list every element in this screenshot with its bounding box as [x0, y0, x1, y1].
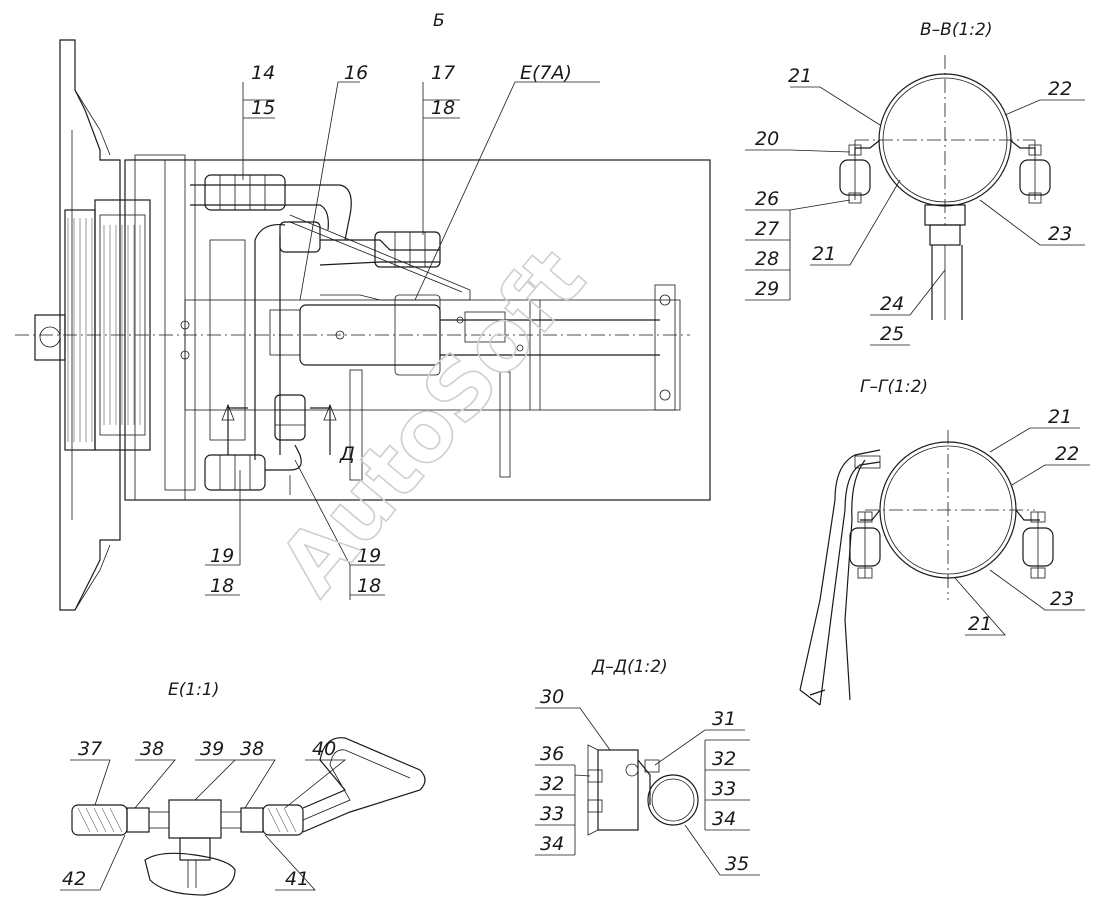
- main-callouts: 14 15 16 17 18 Е(7А) 19 18 19 18: [205, 62, 600, 600]
- callout-v-27: 27: [755, 218, 779, 240]
- callout-v-24: 24: [880, 293, 904, 315]
- callout-e-39: 39: [200, 738, 224, 760]
- callout-g-21-bottom: 21: [968, 613, 992, 635]
- callout-e-41: 41: [285, 868, 309, 890]
- callout-e-38-left: 38: [140, 738, 164, 760]
- callout-d-31: 31: [712, 708, 736, 730]
- callout-18-left: 18: [210, 575, 234, 597]
- callout-v-22: 22: [1048, 78, 1072, 100]
- callout-g-21-top: 21: [1048, 406, 1072, 428]
- section-g: Г–Г(1:2) 21 22 23 21: [799, 377, 1090, 706]
- watermark: AutoSoft: [260, 230, 603, 613]
- view-title-v: В–В(1:2): [920, 20, 992, 40]
- callout-19-left: 19: [210, 545, 234, 567]
- callout-17: 17: [431, 62, 455, 84]
- callout-19-right: 19: [357, 545, 381, 567]
- callout-e-37: 37: [78, 738, 102, 760]
- callout-15: 15: [251, 97, 275, 119]
- callout-v-28: 28: [755, 248, 779, 270]
- view-title-b: Б: [433, 11, 445, 31]
- section-v: В–В(1:2) 21 22 20 26 27 28 29 21 23: [745, 20, 1085, 346]
- section-d: Д–Д(1:2) 30 31 32 33 34 36 32 33 34 35: [535, 657, 760, 876]
- callout-d-33-right: 33: [712, 778, 736, 800]
- callout-d-34-left: 34: [540, 833, 564, 855]
- callout-d-32-left: 32: [540, 773, 564, 795]
- view-title-d: Д–Д(1:2): [591, 657, 668, 677]
- callout-g-22: 22: [1055, 443, 1079, 465]
- callout-v-21-top: 21: [788, 65, 812, 87]
- callout-v-21-bottom: 21: [812, 243, 836, 265]
- main-view: Б: [15, 11, 711, 611]
- callout-14: 14: [251, 62, 275, 84]
- callout-v-26: 26: [755, 188, 779, 210]
- callout-d-32-right: 32: [712, 748, 736, 770]
- callout-18-right: 18: [357, 575, 381, 597]
- detail-e: Е(1:1) 37 38 39 38 40 42: [60, 680, 426, 896]
- callout-v-25: 25: [880, 323, 904, 345]
- callout-e-42: 42: [62, 868, 86, 890]
- cut-label-d: Д: [339, 443, 355, 465]
- callout-d-30: 30: [540, 686, 564, 708]
- callout-e-ref: Е(7А): [520, 62, 572, 84]
- view-title-e: Е(1:1): [168, 680, 219, 700]
- callout-18: 18: [431, 97, 455, 119]
- callout-v-20: 20: [755, 128, 779, 150]
- callout-16: 16: [344, 62, 368, 84]
- callout-v-23: 23: [1048, 223, 1072, 245]
- callout-d-36: 36: [540, 743, 564, 765]
- callout-g-23: 23: [1050, 588, 1074, 610]
- callout-e-40: 40: [312, 738, 336, 760]
- view-title-g: Г–Г(1:2): [860, 377, 928, 397]
- callout-e-38-right: 38: [240, 738, 264, 760]
- callout-d-34-right: 34: [712, 808, 736, 830]
- callout-d-35: 35: [725, 853, 749, 875]
- callout-d-33-left: 33: [540, 803, 564, 825]
- callout-v-29: 29: [755, 278, 779, 300]
